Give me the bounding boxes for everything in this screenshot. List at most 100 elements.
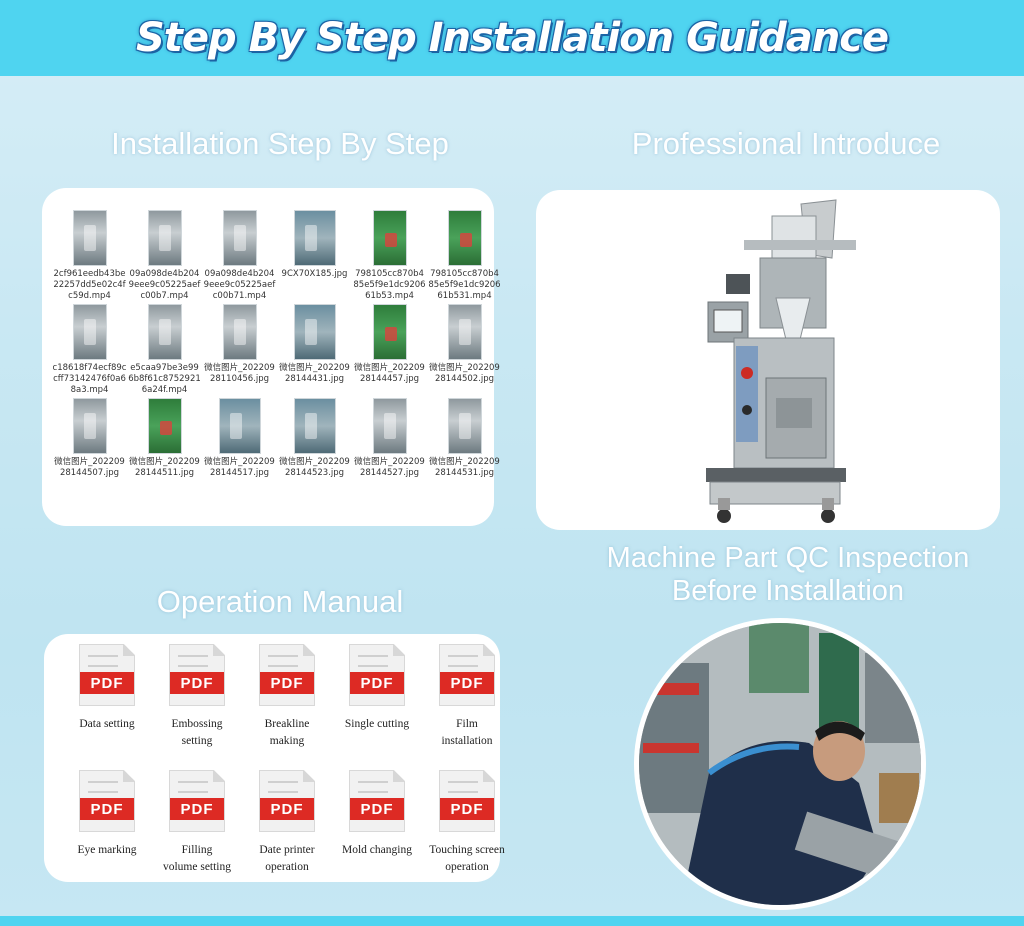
manual-label-line2: operation — [265, 861, 309, 873]
manual-label-line2: operation — [445, 861, 489, 873]
manual-item[interactable]: PDF Touching screen operation — [422, 770, 512, 896]
manual-label: Eye marking — [62, 842, 152, 859]
manual-label-line2: making — [269, 735, 305, 747]
file-thumbnail — [447, 210, 482, 266]
file-item[interactable]: 2cf961eedb43be22257dd5e02c4fc59d.mp4 — [52, 210, 127, 304]
pdf-icon: PDF — [79, 770, 135, 832]
file-item[interactable]: 微信图片_20220928144531.jpg — [427, 398, 502, 492]
pdf-icon: PDF — [439, 770, 495, 832]
file-item[interactable]: 798105cc870b485e5f9e1dc920661b53.mp4 — [352, 210, 427, 304]
worker-illustration — [639, 623, 921, 905]
file-name: 微信图片_20220928144531.jpg — [429, 457, 500, 478]
file-name: 9CX70X185.jpg — [281, 269, 348, 279]
pdf-badge: PDF — [170, 798, 224, 820]
file-name: 微信图片_20220928144517.jpg — [204, 457, 275, 478]
file-thumbnail — [372, 398, 407, 454]
pdf-icon: PDF — [349, 770, 405, 832]
file-name: 微信图片_20220928110456.jpg — [204, 363, 275, 384]
file-item[interactable]: 微信图片_20220928144527.jpg — [352, 398, 427, 492]
file-thumbnail — [447, 398, 482, 454]
manual-label: Single cutting — [332, 716, 422, 733]
file-thumbnail — [372, 304, 407, 360]
manual-label-line1: Eye marking — [77, 844, 137, 856]
pdf-badge: PDF — [440, 672, 494, 694]
pdf-badge: PDF — [80, 798, 134, 820]
manual-label-line1: Touching screen — [429, 844, 505, 856]
file-thumbnail — [293, 398, 336, 454]
file-name: 微信图片_20220928144502.jpg — [429, 363, 500, 384]
manual-label-line1: Film — [456, 718, 478, 730]
file-thumbnail — [72, 304, 107, 360]
file-name: 微信图片_20220928144457.jpg — [354, 363, 425, 384]
file-thumbnail — [147, 398, 182, 454]
footer-strip — [0, 916, 1024, 926]
manual-label-line1: Embossing — [171, 718, 223, 730]
manual-label: Mold changing — [332, 842, 422, 859]
file-item[interactable]: 微信图片_20220928144507.jpg — [52, 398, 127, 492]
file-item[interactable]: 微信图片_20220928144431.jpg — [277, 304, 352, 398]
manual-item[interactable]: PDF Eye marking — [62, 770, 152, 896]
file-item[interactable]: 微信图片_20220928110456.jpg — [202, 304, 277, 398]
file-thumbnail — [293, 304, 336, 360]
file-item[interactable]: 9CX70X185.jpg — [277, 210, 352, 304]
pdf-icon: PDF — [79, 644, 135, 706]
file-item[interactable]: e5caa97be3e996b8f61c87529216a24f.mp4 — [127, 304, 202, 398]
pdf-badge: PDF — [260, 798, 314, 820]
file-item[interactable]: 微信图片_20220928144457.jpg — [352, 304, 427, 398]
file-name: 798105cc870b485e5f9e1dc920661b531.mp4 — [428, 269, 501, 301]
file-thumbnail — [222, 304, 257, 360]
manual-item[interactable]: PDF Embossing setting — [152, 644, 242, 770]
file-item[interactable]: 微信图片_20220928144511.jpg — [127, 398, 202, 492]
file-thumbnail — [147, 210, 182, 266]
file-item[interactable]: 09a098de4b2049eee9c05225aefc00b71.mp4 — [202, 210, 277, 304]
header-banner: Step By Step Installation Guidance — [0, 0, 1024, 76]
file-thumbnail — [293, 210, 336, 266]
packing-machine-image — [706, 199, 856, 523]
file-thumbnail — [72, 398, 107, 454]
professional-title: Professional Introduce — [631, 126, 941, 161]
pdf-icon: PDF — [169, 644, 225, 706]
file-item[interactable]: 微信图片_20220928144502.jpg — [427, 304, 502, 398]
file-thumbnail — [447, 304, 482, 360]
operation-title: Operation Manual — [156, 584, 404, 619]
manual-item[interactable]: PDF Mold changing — [332, 770, 422, 896]
file-thumbnail — [218, 398, 261, 454]
pdf-badge: PDF — [350, 798, 404, 820]
file-name: 微信图片_20220928144511.jpg — [129, 457, 200, 478]
file-thumbnail — [147, 304, 182, 360]
file-name: 09a098de4b2049eee9c05225aefc00b71.mp4 — [203, 269, 276, 301]
file-thumbnail — [372, 210, 407, 266]
manual-label-line1: Mold changing — [342, 844, 412, 856]
pdf-badge: PDF — [350, 672, 404, 694]
manual-label-line1: Breakline — [264, 718, 310, 730]
manual-label-line1: Data setting — [79, 718, 135, 730]
manual-item[interactable]: PDF Data setting — [62, 644, 152, 770]
manual-label: Embossing setting — [152, 716, 242, 750]
qc-title-line1: Machine Part QC Inspection — [606, 542, 970, 574]
installation-title: Installation Step By Step — [111, 126, 449, 161]
file-name: 微信图片_20220928144507.jpg — [54, 457, 125, 478]
manual-label-line2: volume setting — [162, 861, 232, 873]
pdf-icon: PDF — [169, 770, 225, 832]
qc-title-line2: Before Installation — [671, 575, 905, 607]
file-item[interactable]: 微信图片_20220928144517.jpg — [202, 398, 277, 492]
file-item[interactable]: 微信图片_20220928144523.jpg — [277, 398, 352, 492]
file-name: 2cf961eedb43be22257dd5e02c4fc59d.mp4 — [53, 269, 126, 301]
file-item[interactable]: c18618f74ecf89ccff73142476f0a68a3.mp4 — [52, 304, 127, 398]
file-item[interactable]: 09a098de4b2049eee9c05225aefc00b7.mp4 — [127, 210, 202, 304]
manual-label: Data setting — [62, 716, 152, 733]
manual-item[interactable]: PDF Single cutting — [332, 644, 422, 770]
manual-label-line2: setting — [181, 735, 213, 747]
file-item[interactable]: 798105cc870b485e5f9e1dc920661b531.mp4 — [427, 210, 502, 304]
